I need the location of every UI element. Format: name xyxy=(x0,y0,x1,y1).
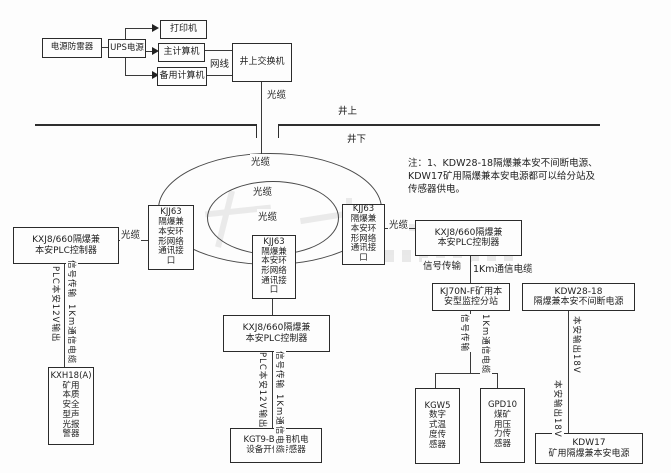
label-fiber-right-link: 光缆 xyxy=(388,217,410,231)
label-fiber-ring-inner: 光缆 xyxy=(252,184,274,198)
arrow-right-icon xyxy=(152,24,159,32)
note-text: 注：1、KDW28-18隔爆兼本安不间断电源、 KDW17矿用隔爆兼本安电源都可… xyxy=(408,158,598,195)
kj70n-substation-box: KJ70N-F矿用本 安型监控分站 xyxy=(432,283,510,311)
connector-line xyxy=(435,373,498,374)
connector-line xyxy=(125,56,126,75)
label-fiber-ring-outer: 光缆 xyxy=(250,154,272,168)
kjj63-interface-center-box: KJJ63 隔爆兼 本安环 形网络 通讯接 口 xyxy=(252,235,296,299)
printer-box: 打印机 xyxy=(160,20,207,39)
label-aboveground: 井上 xyxy=(337,103,359,117)
label-signal-center: 信号传输 xyxy=(274,351,286,390)
plc-controller-center-box: KXJ8/660隔爆兼 本安PLC控制器 xyxy=(223,315,330,352)
label-underground: 井下 xyxy=(346,131,368,145)
label-cable-1km-center: 1Km通信电缆 xyxy=(274,394,286,455)
connector-line xyxy=(203,50,232,51)
surface-divider-line-left xyxy=(35,124,257,126)
label-plc-12v-center: PLC本安12V输出 xyxy=(257,352,269,429)
connector-line xyxy=(272,350,273,428)
label-isafe-18v-upper: 本安输出18V xyxy=(571,316,583,374)
kdw17-power-box: KDW17 矿用隔爆兼本安电源 xyxy=(535,433,643,464)
label-cable-1km-substation: 1Km通信电缆 xyxy=(480,314,492,375)
label-isafe-18v-lower: 本安输出18V xyxy=(552,380,564,438)
connector-line xyxy=(125,75,152,76)
plc-controller-left-box: KXJ8/660隔爆兼 本安PLC控制器 xyxy=(13,227,119,264)
kjj63-interface-right-box: KJJ63 隔爆兼 本安环 形网络 通讯接 口 xyxy=(342,204,385,265)
surface-switch-box: 井上交换机 xyxy=(232,43,292,82)
surface-divider-line-right xyxy=(278,124,600,126)
label-fiber-left-link: 光缆 xyxy=(120,227,142,241)
arrow-right-icon xyxy=(152,71,159,79)
ups-power-box: UPS电源 xyxy=(108,39,146,58)
label-cable-1km-left: 1Km通信电缆 xyxy=(66,304,78,365)
connector-line xyxy=(261,80,262,163)
connector-line xyxy=(497,373,498,388)
connector-line xyxy=(568,309,569,433)
connector-line xyxy=(435,373,436,388)
connector-line xyxy=(64,262,65,367)
connector-line xyxy=(143,51,152,52)
plc-controller-right-box: KXJ8/660隔爆兼 本安PLC控制器 xyxy=(415,220,522,256)
kgw5-temperature-sensor-box: KGW5 数字 式温 度传 感器 xyxy=(415,388,460,464)
label-cable-1km-right: 1Km通信电缆 xyxy=(472,261,534,275)
label-network-cable: 网线 xyxy=(209,56,231,70)
connector-line xyxy=(205,75,232,76)
surface-divider-tick xyxy=(278,124,279,138)
connector-line xyxy=(470,254,471,283)
label-signal-left: 信号传输 xyxy=(66,260,78,299)
kjj63-interface-left-box: KJJ63 隔爆兼 本安环 形网络 通讯接 口 xyxy=(148,205,194,270)
label-fiber-switch: 光缆 xyxy=(266,87,288,101)
connector-line xyxy=(272,297,273,315)
surface-divider-tick xyxy=(256,124,257,138)
label-fiber-ring-center: 光缆 xyxy=(257,209,279,223)
connector-line xyxy=(125,28,153,29)
backup-computer-box: 备用计算机 xyxy=(157,67,207,86)
main-computer-box: 主计算机 xyxy=(158,43,205,62)
connector-line xyxy=(100,47,108,48)
kxh18-alarm-box: KXH18(A) 矿用 本质 安全 型声 光报 警器 xyxy=(48,367,94,445)
label-signal-substation: 信号传输 xyxy=(459,314,471,353)
label-signal-right: 信号传输 xyxy=(422,258,463,272)
kdw28-ups-box: KDW28-18 隔爆兼本安不间断电源 xyxy=(522,283,635,311)
gpd10-pressure-sensor-box: GPD10 煤矿 用压 力传 感器 xyxy=(480,388,525,463)
surge-protector-box: 电源防雷器 xyxy=(42,38,102,58)
arrow-right-icon xyxy=(152,47,159,55)
connector-line xyxy=(125,28,126,39)
label-plc-12v-left: PLC本安12V输出 xyxy=(50,266,62,343)
